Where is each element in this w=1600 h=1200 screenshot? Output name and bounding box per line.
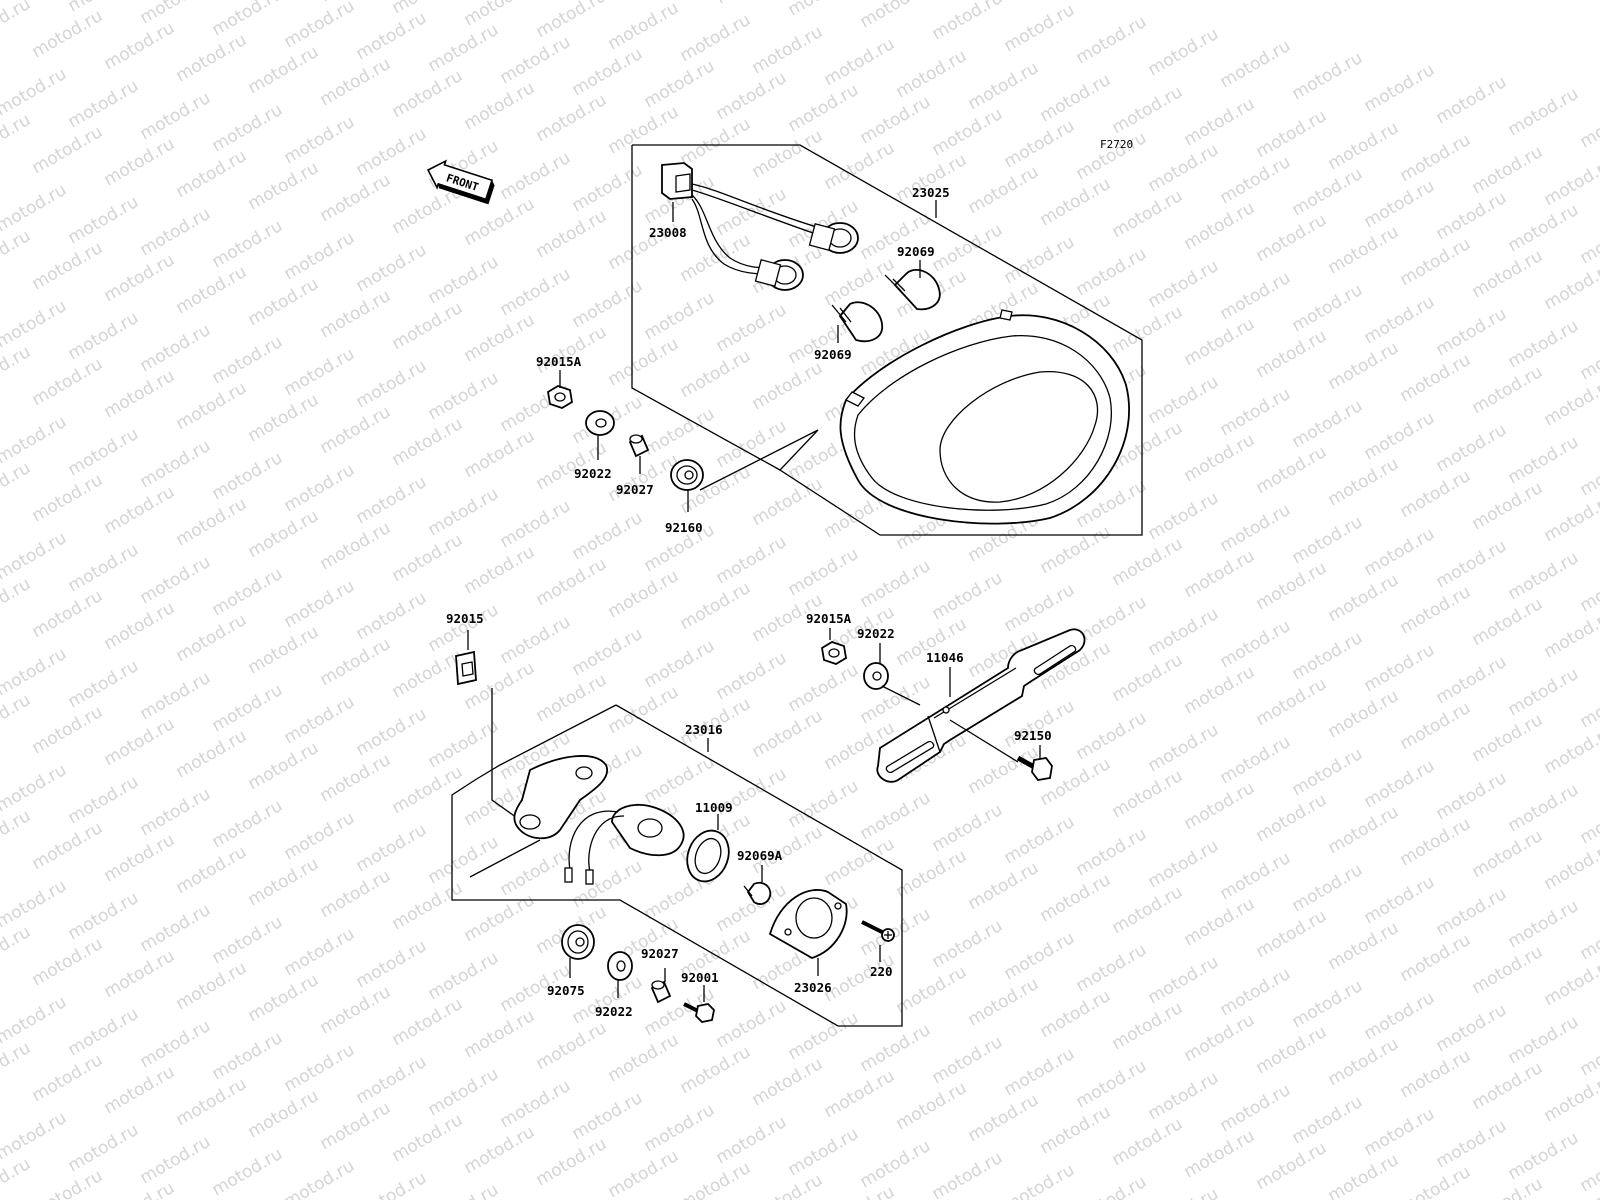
tail-light-group: 23025 23008 [536,144,1143,536]
collar-license-icon [650,980,672,1004]
label-23025: 23025 [912,185,950,200]
label-92150: 92150 [1014,728,1052,743]
gasket-icon [686,829,730,883]
lamp-socket [564,803,685,885]
label-92015A-tail: 92015A [536,354,582,369]
collar-icon [628,434,650,458]
label-92001: 92001 [681,970,719,985]
washer-bracket-icon [863,662,889,690]
license-light-group: 92015 23016 [446,611,903,1027]
bolt-license-icon [683,1002,715,1023]
label-92027-license: 92027 [641,946,679,961]
label-92022-bracket: 92022 [857,626,895,641]
label-92015: 92015 [446,611,484,626]
label-23026: 23026 [794,980,832,995]
lamp-bracket-plate [513,755,609,840]
figure-code: F2720 [1100,138,1133,151]
label-92015A-bracket: 92015A [806,611,852,626]
label-220: 220 [870,964,893,979]
label-92027-tail: 92027 [616,482,654,497]
grommet-icon [670,459,704,491]
tail-lamp-housing [839,309,1130,525]
wiring-harness [661,162,859,291]
label-92069A: 92069A [737,848,783,863]
grommet-license-icon [561,924,595,960]
front-arrow-icon: FRONT [426,159,495,205]
license-bracket [876,628,1086,783]
nut-icon [547,385,573,409]
tail-light-assembly-outline [632,144,1143,536]
label-23008: 23008 [649,225,687,240]
label-92075: 92075 [547,983,585,998]
label-92069-lower: 92069 [814,347,852,362]
license-light-assembly-outline [522,704,903,1027]
clip-icon [455,650,477,686]
washer-icon [585,410,615,436]
bulb-lower-icon [831,301,883,343]
license-bracket-group: 92015A 92022 11046 [806,611,1086,783]
label-23016: 23016 [685,722,723,737]
bolt-bracket-icon [1016,755,1053,781]
label-92022-license: 92022 [595,1004,633,1019]
label-11046: 11046 [926,650,964,665]
screw-icon [861,920,895,942]
label-92022-tail: 92022 [574,466,612,481]
label-92160: 92160 [665,520,703,535]
bulb-upper-icon [884,268,941,311]
lens-icon [768,889,848,959]
nut-bracket-icon [821,641,847,665]
bulb-license-icon [743,881,772,905]
washer-license-icon [607,951,633,981]
label-92069-upper: 92069 [897,244,935,259]
label-11009: 11009 [695,800,733,815]
